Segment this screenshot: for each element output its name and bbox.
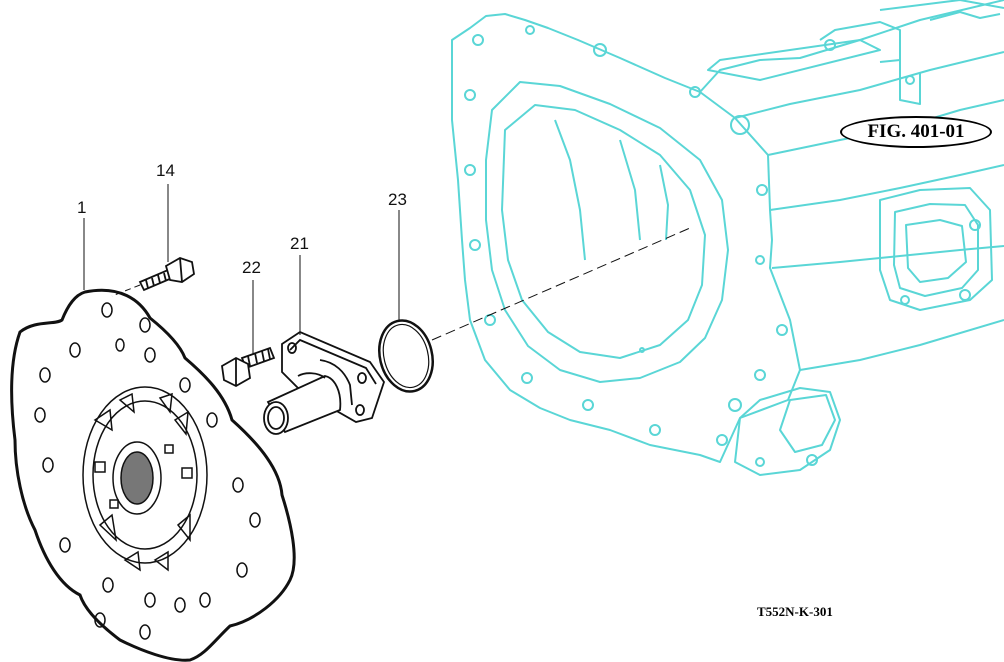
bearing-holder (263, 330, 385, 435)
damper-hub (82, 386, 208, 572)
callout-bolt-22: 22 (242, 258, 261, 277)
bolt-14-axis-line (111, 284, 141, 297)
bolt-22 (221, 346, 276, 388)
figure-label-text: FIG. 401-01 (867, 121, 965, 142)
assembly-axis-line (431, 227, 691, 341)
callout-bearing-holder: 21 (290, 234, 309, 253)
flywheel-plate-outline (10, 288, 296, 662)
bolt-14 (138, 257, 195, 292)
callout-o-ring: 23 (388, 190, 407, 209)
flywheel-plate (10, 288, 296, 662)
plate-bolt-holes (34, 302, 261, 640)
callout-leaders (83, 184, 400, 355)
drawing-number: T552N-K-301 (757, 604, 833, 619)
o-ring (378, 319, 434, 393)
callout-flywheel-plate: 1 (77, 198, 87, 217)
transmission-housing (451, 0, 1004, 476)
figure-label-badge: FIG. 401-01 (840, 116, 992, 148)
callout-bolt-14: 14 (156, 161, 175, 180)
